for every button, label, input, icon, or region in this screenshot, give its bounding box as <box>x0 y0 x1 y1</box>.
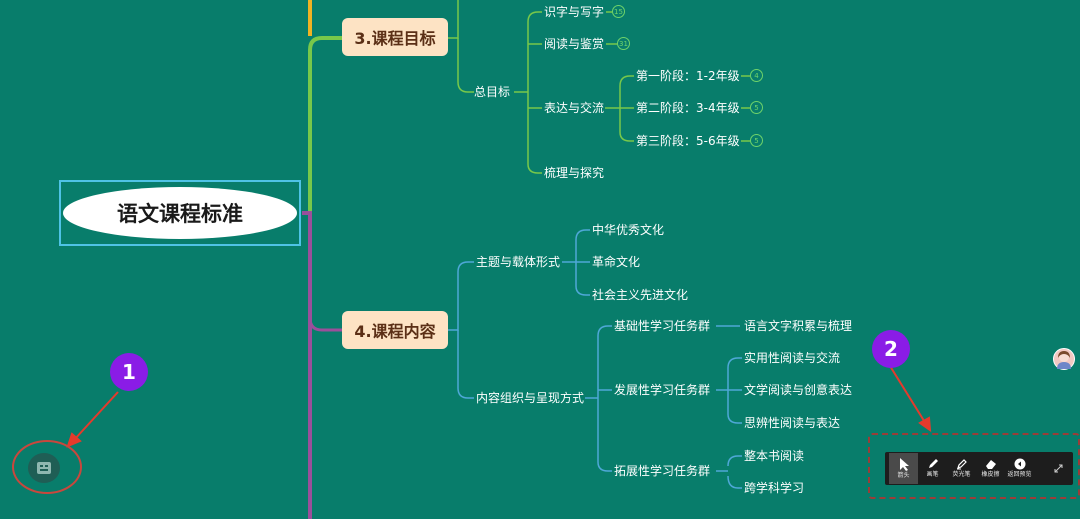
node-task-item[interactable]: 思辨性阅读与表达 <box>744 416 841 430</box>
node-task-item[interactable]: 整本书阅读 <box>744 449 805 463</box>
node-task-item[interactable]: 跨学科学习 <box>744 481 805 495</box>
root-node[interactable]: 语文课程标准 <box>59 180 301 246</box>
tool-eraser[interactable]: 橡皮擦 <box>976 453 1005 484</box>
count-badge: 5 <box>750 101 763 114</box>
tool-label: 橡皮擦 <box>981 471 1000 478</box>
avatar[interactable] <box>1053 348 1075 370</box>
highlighter-icon <box>956 458 968 471</box>
node-literacy[interactable]: 识字与写字 <box>544 5 605 19</box>
highlight-ellipse <box>12 440 82 494</box>
annotation-marker-1: 1 <box>110 353 148 391</box>
menu-grid-icon <box>37 459 51 478</box>
node-task-group-extension[interactable]: 拓展性学习任务群 <box>614 464 711 478</box>
expand-icon <box>1054 464 1063 474</box>
tool-label: 画笔 <box>926 471 939 478</box>
node-reading[interactable]: 阅读与鉴赏 <box>544 37 605 51</box>
node-theme-item[interactable]: 中华优秀文化 <box>592 223 665 237</box>
annotation-marker-2: 2 <box>872 330 910 368</box>
eraser-icon <box>985 458 997 471</box>
return-icon <box>1014 458 1026 471</box>
tool-pen[interactable]: 画笔 <box>918 453 947 484</box>
topic-course-goals[interactable]: 3.课程目标 <box>342 18 448 56</box>
tool-label: 返回预览 <box>1007 471 1032 478</box>
node-theme-item[interactable]: 革命文化 <box>592 255 641 269</box>
node-task-group-basic[interactable]: 基础性学习任务群 <box>614 319 711 333</box>
tool-expand[interactable] <box>1044 453 1073 484</box>
node-task-item[interactable]: 实用性阅读与交流 <box>744 351 841 365</box>
node-task-group-development[interactable]: 发展性学习任务群 <box>614 383 711 397</box>
tool-highlighter[interactable]: 荧光笔 <box>947 453 976 484</box>
node-organization[interactable]: 内容组织与呈现方式 <box>476 391 585 405</box>
tool-cursor[interactable]: 箭头 <box>889 453 918 484</box>
tool-label: 箭头 <box>897 472 910 479</box>
floating-menu-button[interactable] <box>28 453 60 483</box>
tool-return-preview[interactable]: 返回预览 <box>1005 453 1034 484</box>
pen-icon <box>927 458 939 471</box>
node-task-item[interactable]: 语言文字积累与梳理 <box>744 319 853 333</box>
count-badge: 31 <box>617 37 630 50</box>
count-badge: 5 <box>750 134 763 147</box>
count-badge: 4 <box>750 69 763 82</box>
node-inquiry[interactable]: 梳理与探究 <box>544 166 605 180</box>
cursor-icon <box>898 457 910 472</box>
annotation-toolbar: 箭头 画笔 荧光笔 橡皮擦 返回预览 <box>885 452 1073 485</box>
node-stage-3[interactable]: 第三阶段：5-6年级 <box>636 134 740 148</box>
count-badge: 15 <box>612 5 625 18</box>
node-stage-2[interactable]: 第二阶段：3-4年级 <box>636 101 740 115</box>
node-overall-goal[interactable]: 总目标 <box>474 85 511 99</box>
topic-course-content[interactable]: 4.课程内容 <box>342 311 448 349</box>
node-theme-carrier[interactable]: 主题与载体形式 <box>476 255 561 269</box>
root-title: 语文课程标准 <box>63 187 297 239</box>
node-expression[interactable]: 表达与交流 <box>544 101 605 115</box>
node-theme-item[interactable]: 社会主义先进文化 <box>592 288 689 302</box>
node-stage-1[interactable]: 第一阶段：1-2年级 <box>636 69 740 83</box>
node-task-item[interactable]: 文学阅读与创意表达 <box>744 383 853 397</box>
tool-label: 荧光笔 <box>952 471 971 478</box>
toolbar-highlight-frame <box>868 433 1080 499</box>
